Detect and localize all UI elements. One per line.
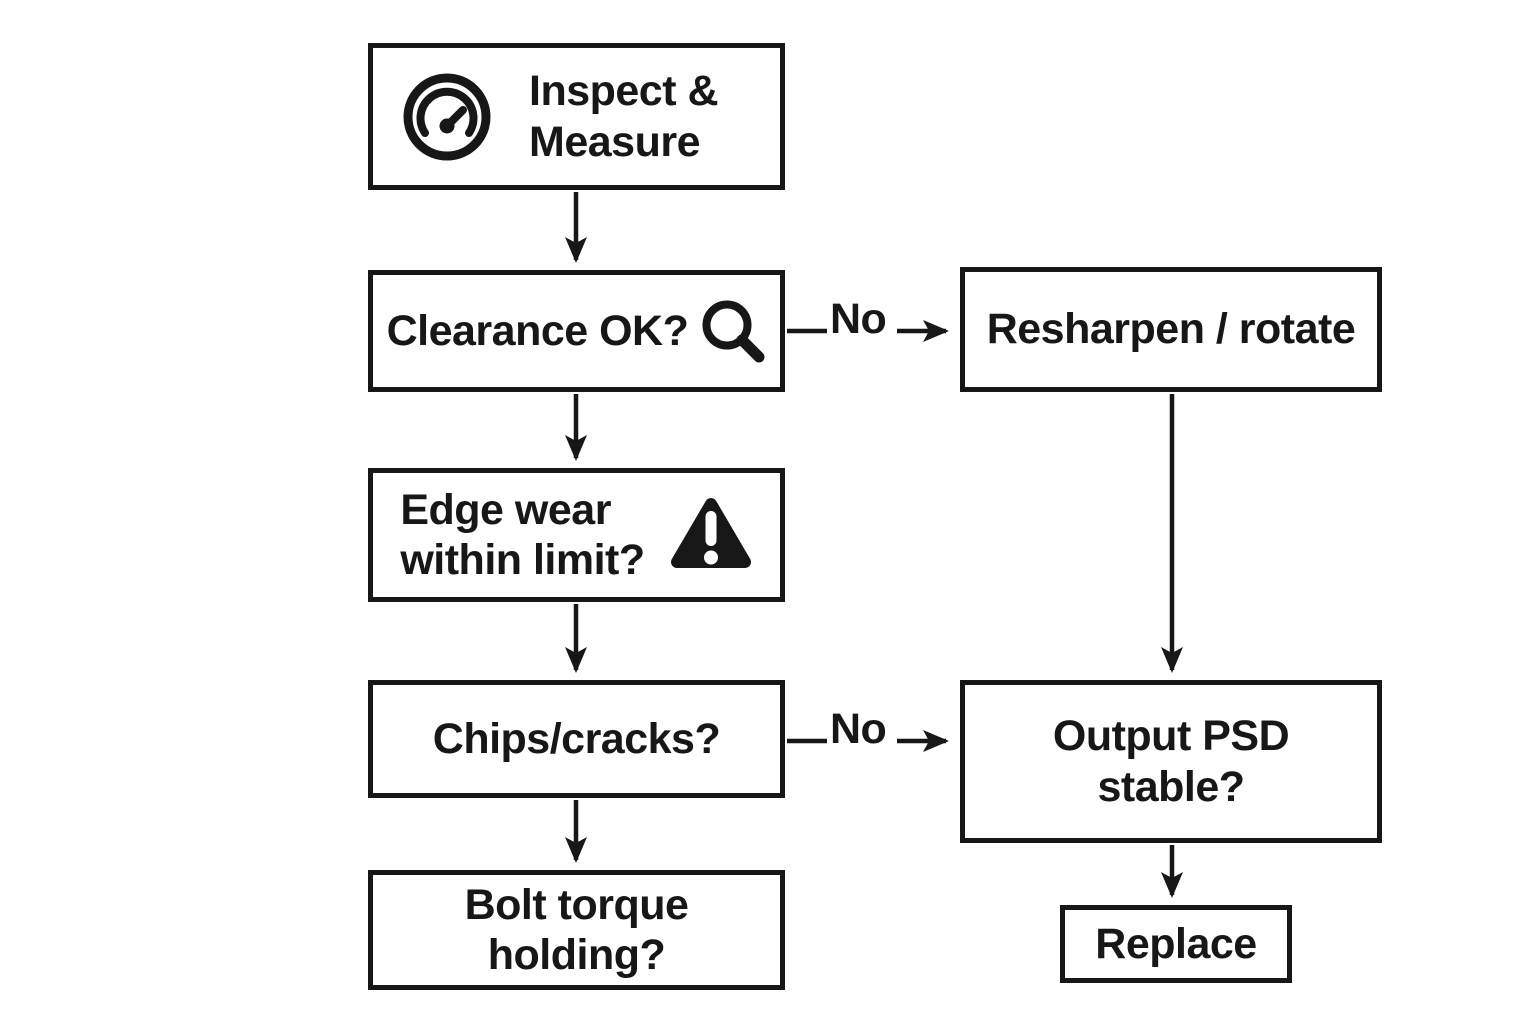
node-inspect-measure: Inspect & Measure [368,43,785,190]
node-chips-cracks: Chips/cracks? [368,680,785,798]
gauge-icon [403,73,491,160]
node-label: Output PSD stable? [1052,712,1290,811]
edge-label-no-chips: No [830,705,887,753]
node-label: Clearance OK? [386,306,689,355]
node-label: Inspect & Measure [529,67,719,166]
node-output-psd-stable: Output PSD stable? [960,680,1382,843]
node-label: Resharpen / rotate [986,305,1356,354]
node-label: Edge wear within limit? [400,485,645,584]
node-clearance-ok: Clearance OK? [368,270,785,392]
warning-icon [670,498,751,568]
node-replace: Replace [1060,905,1292,983]
node-label: Bolt torque holding? [464,880,689,979]
node-resharpen-rotate: Resharpen / rotate [960,267,1382,392]
node-bolt-torque: Bolt torque holding? [368,870,785,990]
node-edge-wear: Edge wear within limit? [368,468,785,602]
node-label: Chips/cracks? [432,714,721,763]
node-label: Replace [1095,919,1257,968]
search-icon [702,300,765,363]
edge-label-no-clearance: No [830,295,887,343]
